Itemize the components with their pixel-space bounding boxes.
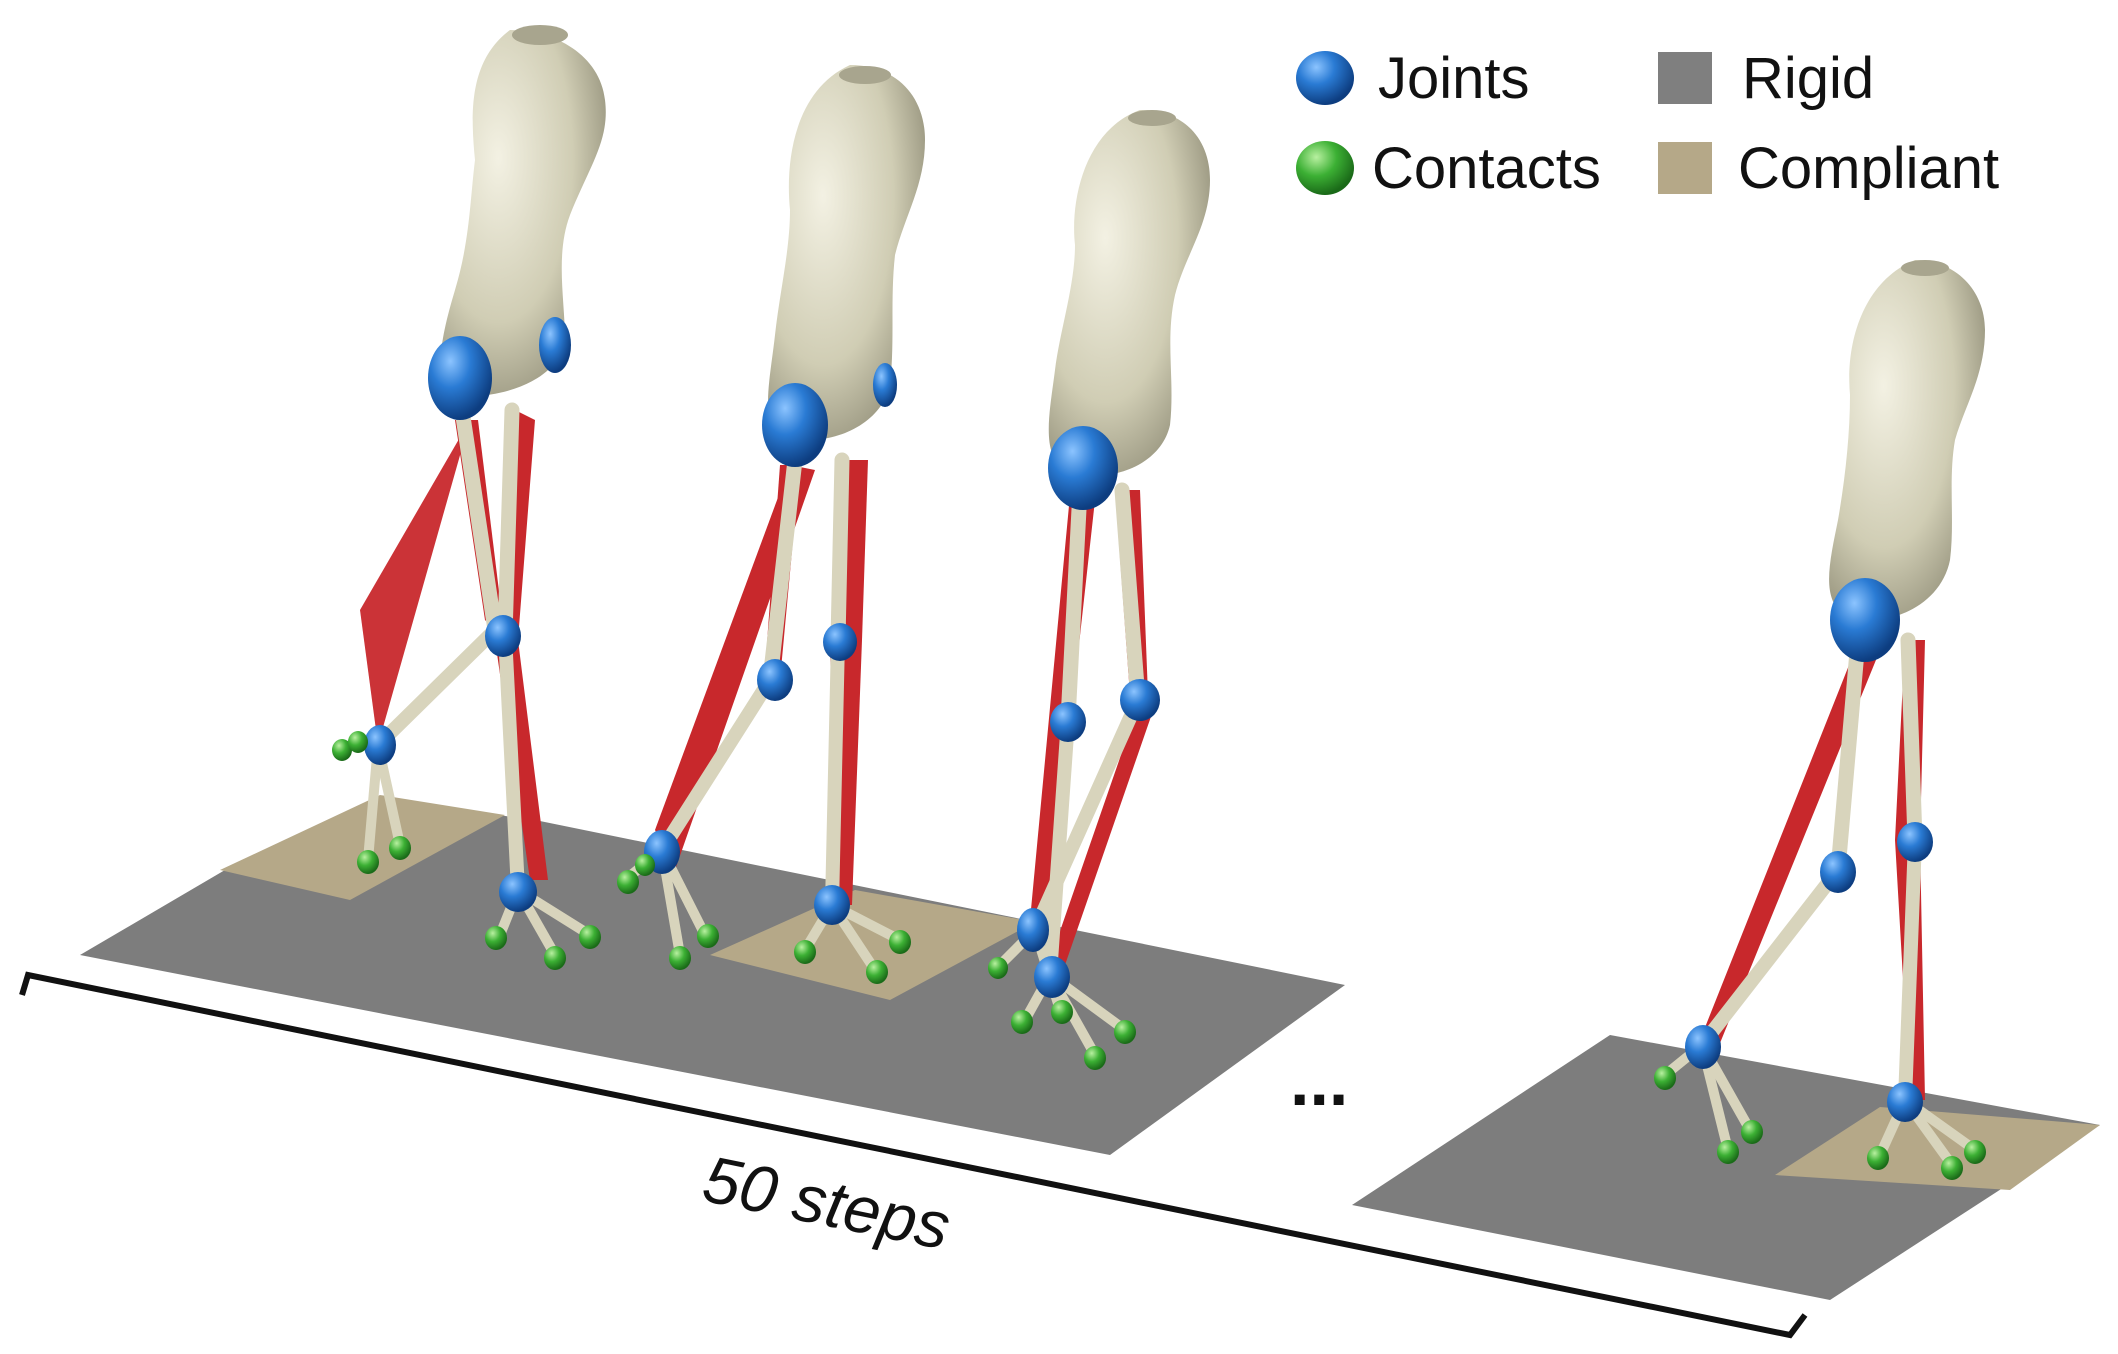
rigid-ground bbox=[80, 800, 1345, 1155]
legend: Joints Contacts Rigid Compliant bbox=[1296, 46, 1999, 201]
bone bbox=[1028, 693, 1145, 937]
walker-figure-3 bbox=[988, 110, 1210, 1070]
contact-point bbox=[1867, 1146, 1889, 1170]
hip-joint bbox=[762, 383, 828, 467]
ankle-joint bbox=[1017, 908, 1049, 952]
walker-figure-4 bbox=[1654, 260, 1986, 1180]
knee-joint bbox=[1120, 679, 1160, 721]
body-segment bbox=[440, 30, 606, 396]
muscle bbox=[360, 420, 470, 745]
hip-joint bbox=[1048, 426, 1118, 510]
ellipsis: ... bbox=[1290, 1042, 1348, 1120]
compliant-swatch bbox=[1658, 142, 1712, 194]
bone bbox=[1830, 632, 1866, 878]
contact-point bbox=[669, 946, 691, 970]
knee-joint bbox=[1820, 851, 1856, 893]
contacts-swatch bbox=[1296, 141, 1354, 195]
body-top bbox=[512, 25, 568, 45]
ankle-joint bbox=[1887, 1082, 1923, 1122]
body-top bbox=[1128, 110, 1176, 126]
bone bbox=[1043, 713, 1075, 982]
legend-item-joints: Joints bbox=[1296, 46, 1530, 111]
bone bbox=[1114, 482, 1146, 708]
joints-swatch bbox=[1296, 51, 1354, 105]
bone bbox=[497, 402, 520, 643]
legend-item-contacts: Contacts bbox=[1296, 136, 1601, 201]
legend-label-contacts: Contacts bbox=[1372, 136, 1601, 201]
contact-point bbox=[389, 836, 411, 860]
hip-joint bbox=[428, 336, 492, 420]
contact-point bbox=[697, 924, 719, 948]
contact-point bbox=[348, 731, 368, 753]
contact-point bbox=[544, 946, 566, 970]
contact-point bbox=[617, 870, 639, 894]
contact-point bbox=[866, 960, 888, 984]
hip-joint bbox=[1830, 578, 1900, 662]
knee-joint bbox=[823, 623, 857, 661]
bone bbox=[454, 402, 503, 638]
contact-point bbox=[1717, 1140, 1739, 1164]
contact-point bbox=[1051, 1000, 1073, 1024]
ankle-joint bbox=[364, 725, 396, 765]
contact-point bbox=[635, 854, 655, 876]
hip-joint bbox=[873, 363, 897, 407]
body-top bbox=[1901, 260, 1949, 276]
bone bbox=[655, 673, 777, 857]
ankle-joint bbox=[499, 872, 537, 912]
legend-label-rigid: Rigid bbox=[1742, 46, 1874, 111]
contact-point bbox=[357, 850, 379, 874]
hip-joint bbox=[539, 317, 571, 373]
ankle-joint bbox=[1685, 1025, 1721, 1069]
contact-point bbox=[988, 957, 1008, 979]
steps-bracket bbox=[19, 971, 1808, 1339]
body-segment bbox=[1048, 110, 1210, 476]
compliant-patch-2 bbox=[710, 890, 1035, 1000]
muscle bbox=[1050, 700, 1155, 965]
contact-point bbox=[1011, 1010, 1033, 1034]
contact-point bbox=[1964, 1140, 1986, 1164]
contact-point bbox=[1084, 1046, 1106, 1070]
contact-point bbox=[794, 940, 816, 964]
contact-point bbox=[579, 925, 601, 949]
knee-joint bbox=[1897, 822, 1933, 862]
contact-point bbox=[1741, 1120, 1763, 1144]
bone bbox=[1695, 863, 1845, 1052]
ankle-joint bbox=[1034, 956, 1070, 998]
bone bbox=[371, 623, 502, 752]
bone bbox=[498, 628, 525, 897]
ground-platform-far bbox=[1352, 1035, 2100, 1300]
bone bbox=[825, 633, 845, 912]
contact-point bbox=[1654, 1066, 1676, 1090]
walker-figure-2 bbox=[617, 65, 925, 984]
walker-figure-1 bbox=[332, 25, 606, 970]
contact-point bbox=[485, 926, 507, 950]
contact-point bbox=[1114, 1020, 1136, 1044]
legend-item-compliant: Compliant bbox=[1658, 136, 1999, 201]
contact-point bbox=[332, 739, 352, 761]
knee-joint bbox=[757, 659, 793, 701]
legend-item-rigid: Rigid bbox=[1658, 46, 1874, 111]
bone bbox=[1060, 482, 1088, 728]
rigid-swatch bbox=[1658, 52, 1712, 104]
contact-point bbox=[889, 930, 911, 954]
body-segment bbox=[768, 65, 925, 440]
compliant-patch-1 bbox=[220, 795, 505, 900]
knee-joint bbox=[1050, 702, 1086, 742]
bone bbox=[762, 452, 803, 688]
muscle bbox=[1700, 650, 1878, 1048]
ankle-joint bbox=[814, 885, 850, 925]
bone bbox=[830, 452, 850, 648]
knee-joint bbox=[485, 615, 521, 657]
legend-label-joints: Joints bbox=[1378, 46, 1530, 111]
legend-label-compliant: Compliant bbox=[1738, 136, 1999, 201]
body-segment bbox=[1829, 260, 1985, 620]
contact-point bbox=[1941, 1156, 1963, 1180]
bone bbox=[1898, 833, 1922, 1107]
body-top bbox=[839, 66, 891, 84]
bone bbox=[1900, 632, 1923, 848]
ground-platform-main bbox=[80, 795, 1345, 1155]
